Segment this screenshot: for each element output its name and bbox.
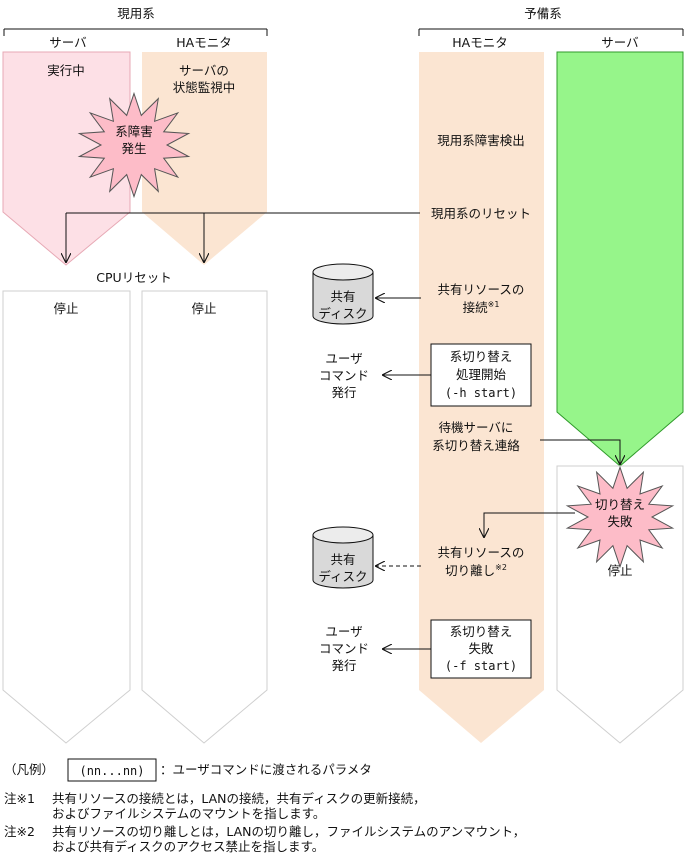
note-2-line2: および共有ディスクのアクセス禁止を指します。: [52, 839, 324, 854]
active-server-lane-running: [2, 51, 131, 266]
note-2-line1: 共有リソースの切り離しとは，LANの切り離し，ファイルシステムのアンマウント，: [52, 824, 525, 839]
user-cmd-1-line1: ユーザ: [325, 351, 362, 366]
user-cmd-2-line1: ユーザ: [325, 624, 362, 639]
standby-server-lane-waiting: [556, 51, 684, 467]
legend-param-box: [67, 758, 157, 782]
active-monitor-state-line1: サーバの: [179, 63, 229, 78]
shared-disk-2-line1: 共有: [330, 552, 355, 567]
connect-resources-line2: 接続※1: [463, 300, 500, 315]
start-cmd-line1: 系切り替え: [450, 349, 513, 364]
switch-fail-burst-shape: [565, 465, 675, 569]
release-resources-line1: 共有リソースの: [438, 545, 525, 560]
note-1-mark: 注※1: [4, 791, 35, 806]
notify-line1: 待機サーバに: [439, 420, 514, 435]
release-resources-text: 切り離し: [445, 563, 495, 578]
user-cmd-2-line2: コマンド: [319, 641, 369, 656]
active-monitor-stopped: 停止: [191, 301, 216, 316]
cpu-reset-label: CPUリセット: [96, 270, 171, 285]
active-server-stopped: 停止: [53, 301, 78, 316]
note-2-mark: 注※2: [4, 824, 35, 839]
shared-disk-1-line1: 共有: [330, 289, 355, 304]
note-ref-1: ※1: [488, 300, 500, 309]
group-label-standby: 予備系: [524, 6, 562, 21]
detect-failure-text: 現用系障害検出: [437, 133, 525, 148]
group-label-active: 現用系: [117, 6, 155, 21]
start-cmd-param: (-h start): [445, 386, 517, 400]
standby-server-stopped: 停止: [607, 563, 632, 578]
release-resources-line2: 切り離し※2: [445, 563, 507, 578]
fail-cmd-line2: 失敗: [468, 641, 494, 656]
active-server-lane-stopped: [2, 290, 131, 744]
fail-cmd-line1: 系切り替え: [450, 624, 513, 639]
failure-burst-shape: [77, 91, 191, 199]
note-1-line2: およびファイルシステムのマウントを指します。: [52, 806, 325, 821]
legend-desc: ：ユーザコマンドに渡されるパラメタ: [160, 762, 372, 777]
reset-active-text: 現用系のリセット: [431, 206, 531, 221]
user-cmd-1-line3: 発行: [331, 385, 356, 400]
failure-burst-line2: 発生: [121, 141, 146, 156]
column-active-monitor: HAモニタ: [176, 35, 231, 50]
column-standby-monitor: HAモニタ: [452, 35, 507, 50]
active-server-state: 実行中: [47, 63, 85, 78]
notify-arrow: [540, 439, 620, 464]
shared-disk-icon-1: [312, 263, 374, 325]
note-1-line1: 共有リソースの接続とは，LANの接続，共有ディスクの更新接続，: [52, 791, 426, 806]
shared-disk-icon-2: [312, 526, 374, 589]
fail-cmd-param: (-f start): [445, 659, 517, 673]
column-standby-server: サーバ: [601, 35, 638, 50]
active-monitor-lane-watching: [142, 52, 267, 265]
switch-fail-burst-line2: 失敗: [607, 514, 633, 529]
fail-back-arrow: [484, 512, 575, 537]
notify-line2: 系切り替え連絡: [432, 438, 520, 453]
shared-disk-1-line2: ディスク: [318, 306, 367, 321]
legend-param-text: (nn...nn): [79, 764, 144, 778]
connect-resources-line1: 共有リソースの: [438, 282, 525, 297]
column-active-server: サーバ: [49, 35, 86, 50]
start-cmd-line2: 処理開始: [456, 367, 507, 382]
legend-label: （凡例）: [4, 762, 54, 777]
active-monitor-lane-stopped: [141, 290, 268, 744]
user-cmd-1-line2: コマンド: [319, 368, 369, 383]
connect-resources-text: 接続: [463, 300, 489, 315]
note-ref-2: ※2: [495, 563, 507, 572]
active-monitor-state-line2: 状態監視中: [173, 80, 236, 95]
shared-disk-2-line2: ディスク: [318, 569, 367, 584]
start-cmd-box: [430, 343, 532, 407]
switch-fail-burst-line1: 切り替え: [595, 497, 645, 512]
failure-burst-line1: 系障害: [115, 124, 153, 139]
user-cmd-2-line3: 発行: [331, 658, 356, 673]
